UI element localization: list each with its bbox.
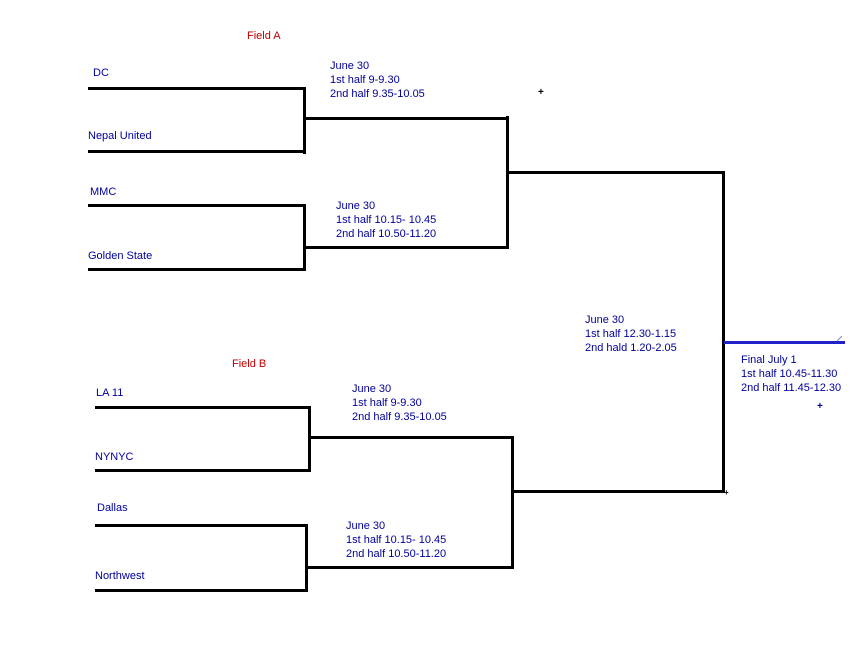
bracket-connector-a1 bbox=[303, 87, 306, 154]
schedule-line: 1st half 10.45-11.30 bbox=[741, 368, 838, 380]
schedule-match-b2: June 30 1st half 10.15- 10.45 2nd half 1… bbox=[346, 519, 446, 561]
bracket-line-golden-state bbox=[88, 268, 306, 271]
schedule-line: 2nd half 10.50-11.20 bbox=[346, 548, 447, 560]
bracket-line-dallas bbox=[95, 524, 308, 527]
bracket-winner-line-semifinal-a bbox=[506, 171, 725, 174]
schedule-line: June 30 bbox=[585, 314, 625, 326]
bracket-winner-line-a2 bbox=[303, 246, 509, 249]
field-a-label: Field A bbox=[247, 30, 281, 42]
team-mmc: MMC bbox=[90, 186, 117, 198]
team-northwest: Northwest bbox=[95, 570, 145, 582]
schedule-line: Final July 1 bbox=[741, 354, 797, 366]
team-dallas: Dallas bbox=[97, 502, 128, 514]
schedule-line: 1st half 12.30-1.15 bbox=[585, 328, 677, 340]
bracket-line-la-11 bbox=[95, 406, 311, 409]
team-la-11: LA 11 bbox=[96, 387, 124, 399]
bracket-line-nepal-united bbox=[88, 150, 306, 153]
bracket-connector-semifinal-a bbox=[506, 116, 509, 249]
bracket-winner-line-semifinal-b bbox=[511, 490, 725, 493]
schedule-match-a1: June 30 1st half 9-9.30 2nd half 9.35-10… bbox=[330, 59, 425, 101]
bracket-winner-line-b1 bbox=[308, 436, 514, 439]
team-dc: DC bbox=[93, 67, 109, 79]
bracket-winner-line-b2 bbox=[305, 566, 514, 569]
team-nynyc: NYNYC bbox=[95, 451, 134, 463]
team-golden-state: Golden State bbox=[88, 250, 153, 262]
plus-marker: + bbox=[817, 401, 823, 412]
bracket-line-dc bbox=[88, 87, 306, 90]
schedule-line: 2nd half 9.35-10.05 bbox=[352, 411, 447, 423]
field-b-label: Field B bbox=[232, 358, 267, 370]
schedule-line: 2nd half 9.35-10.05 bbox=[330, 88, 425, 100]
schedule-line: 2nd half 11.45-12.30 bbox=[741, 382, 842, 394]
bracket-line-mmc bbox=[88, 204, 306, 207]
schedule-final: Final July 1 1st half 10.45-11.30 2nd ha… bbox=[741, 353, 841, 395]
schedule-line: June 30 bbox=[352, 383, 392, 395]
bracket-connector-semifinal-b bbox=[511, 436, 514, 569]
schedule-line: 2nd half 10.50-11.20 bbox=[336, 228, 437, 240]
schedule-line: 2nd hald 1.20-2.05 bbox=[585, 342, 677, 354]
schedule-line: 1st half 10.15- 10.45 bbox=[336, 214, 437, 226]
schedule-line: 1st half 10.15- 10.45 bbox=[346, 534, 447, 546]
schedule-match-b1: June 30 1st half 9-9.30 2nd half 9.35-10… bbox=[352, 382, 447, 424]
bracket-connector-b2 bbox=[305, 524, 308, 592]
bracket-connector-a2 bbox=[303, 204, 306, 271]
schedule-line: June 30 bbox=[336, 200, 376, 212]
schedule-line: June 30 bbox=[346, 520, 386, 532]
bracket-winner-line-a1 bbox=[303, 117, 509, 120]
plus-marker: + bbox=[538, 87, 544, 98]
bracket-line-northwest bbox=[95, 589, 308, 592]
bracket-connector-b1 bbox=[308, 406, 311, 472]
bracket-connector-final bbox=[722, 171, 725, 493]
team-nepal-united: Nepal United bbox=[88, 130, 152, 142]
plus-marker: + bbox=[724, 488, 729, 497]
schedule-semifinal: June 30 1st half 12.30-1.15 2nd hald 1.2… bbox=[585, 313, 677, 355]
bracket-line-nynyc bbox=[95, 469, 311, 472]
schedule-line: 1st half 9-9.30 bbox=[330, 74, 400, 86]
final-winner-line bbox=[724, 341, 845, 344]
schedule-line: June 30 bbox=[330, 60, 370, 72]
schedule-match-a2: June 30 1st half 10.15- 10.45 2nd half 1… bbox=[336, 199, 436, 241]
schedule-line: 1st half 9-9.30 bbox=[352, 397, 422, 409]
